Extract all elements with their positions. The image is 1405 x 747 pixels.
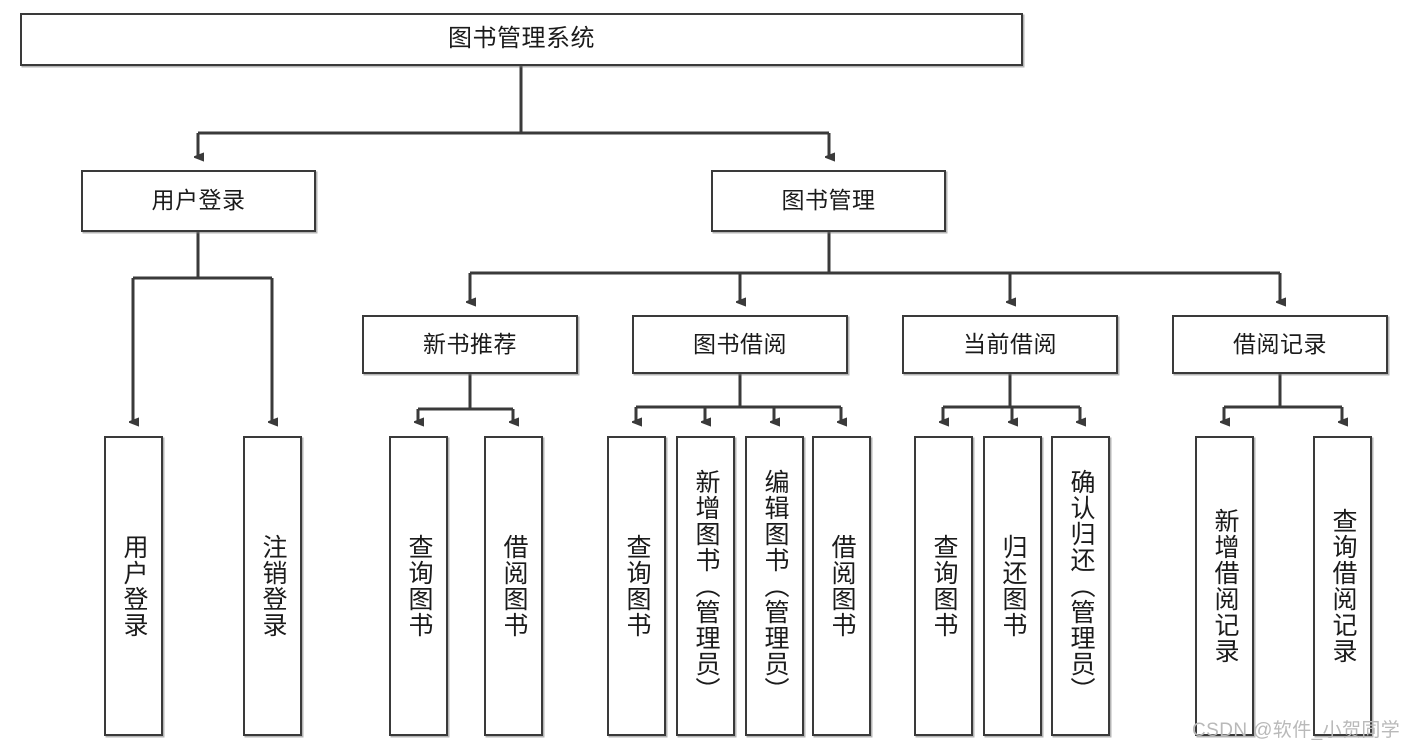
leaf-current-borrow-query[interactable]: 查询图书 <box>914 436 973 736</box>
node-label: 新书推荐 <box>423 330 517 357</box>
node-label: 借阅记录 <box>1233 330 1327 357</box>
leaf-book-borrow-edit[interactable]: 编辑图书（管理员） <box>745 436 804 736</box>
leaf-book-borrow-lend[interactable]: 借阅图书 <box>812 436 871 736</box>
node-label: 编辑图书（管理员） <box>761 469 789 703</box>
node-label: 归还图书 <box>999 534 1027 638</box>
node-current-borrow[interactable]: 当前借阅 <box>902 315 1118 374</box>
leaf-user-login-logout[interactable]: 注销登录 <box>243 436 302 736</box>
node-root-system[interactable]: 图书管理系统 <box>20 13 1023 66</box>
node-label: 确认归还（管理员） <box>1067 469 1095 703</box>
node-label: 图书管理 <box>781 187 876 214</box>
leaf-new-book-query[interactable]: 查询图书 <box>389 436 448 736</box>
node-borrow-record[interactable]: 借阅记录 <box>1172 315 1388 374</box>
node-label: 借阅图书 <box>828 534 856 638</box>
node-label: 用户登录 <box>120 534 148 638</box>
node-user-login[interactable]: 用户登录 <box>81 170 316 232</box>
node-label: 当前借阅 <box>963 330 1057 357</box>
leaf-user-login-login[interactable]: 用户登录 <box>104 436 163 736</box>
leaf-book-borrow-add[interactable]: 新增图书（管理员） <box>676 436 735 736</box>
node-label: 用户登录 <box>151 187 246 214</box>
leaf-borrow-record-add[interactable]: 新增借阅记录 <box>1195 436 1254 736</box>
node-book-borrow[interactable]: 图书借阅 <box>632 315 848 374</box>
leaf-current-borrow-return[interactable]: 归还图书 <box>983 436 1042 736</box>
watermark-text: CSDN @软件_小贺同学 <box>1192 720 1401 741</box>
node-label: 查询借阅记录 <box>1329 508 1357 664</box>
node-label: 图书管理系统 <box>448 25 595 53</box>
node-label: 图书借阅 <box>693 330 787 357</box>
node-label: 查询图书 <box>623 534 651 638</box>
node-label: 注销登录 <box>259 534 287 638</box>
node-new-book-recommend[interactable]: 新书推荐 <box>362 315 578 374</box>
node-label: 借阅图书 <box>500 534 528 638</box>
node-label: 查询图书 <box>930 534 958 638</box>
node-label: 新增借阅记录 <box>1211 508 1239 664</box>
leaf-new-book-borrow[interactable]: 借阅图书 <box>484 436 543 736</box>
node-label: 新增图书（管理员） <box>692 469 720 703</box>
leaf-current-borrow-confirm-return[interactable]: 确认归还（管理员） <box>1051 436 1110 736</box>
node-book-management[interactable]: 图书管理 <box>711 170 946 232</box>
leaf-borrow-record-query[interactable]: 查询借阅记录 <box>1313 436 1372 736</box>
leaf-book-borrow-query[interactable]: 查询图书 <box>607 436 666 736</box>
node-label: 查询图书 <box>405 534 433 638</box>
